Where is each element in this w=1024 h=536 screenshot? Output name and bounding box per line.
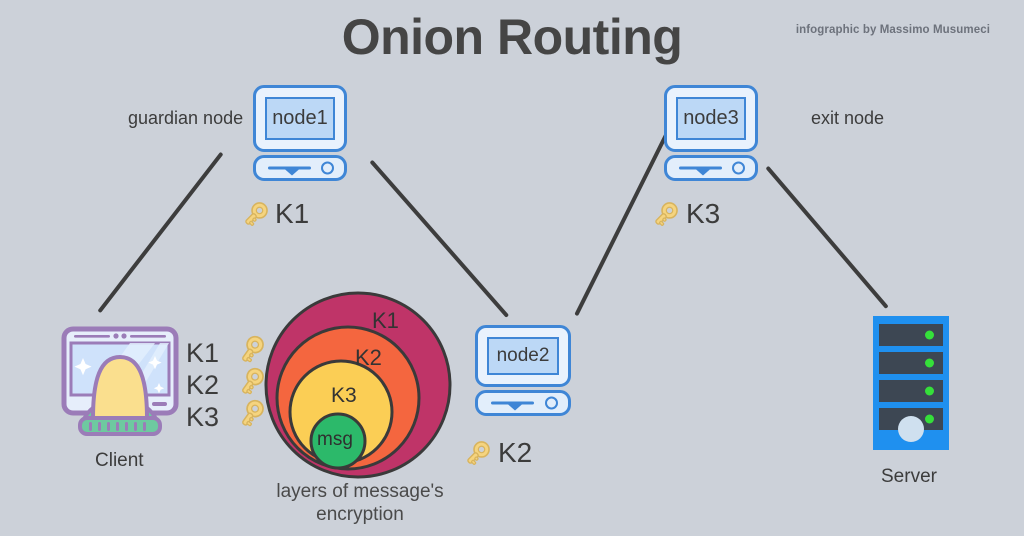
status-led-icon [924,330,934,340]
onion-label-k2: K2 [355,345,382,370]
node3-key-icon [650,198,682,230]
server-bay [879,380,943,402]
power-button-icon[interactable] [545,396,559,410]
client-key-icon-3 [235,396,269,430]
server-bay [879,352,943,374]
key-icon [655,202,678,226]
node1-computer[interactable]: node1 [253,85,347,181]
node2-monitor-body: node2 [475,325,571,387]
server-illustration[interactable] [873,316,949,450]
node3-key-label: K3 [686,198,721,229]
client-key-label-1: K1 [186,338,220,368]
node1-monitor-body: node1 [253,85,347,152]
client-key-icon-2 [235,364,269,398]
client-label: Client [95,450,144,471]
disk-slot-icon [679,166,722,176]
status-led-icon [924,386,934,396]
exit-node-label: exit node [811,108,885,128]
key-icon [245,202,268,226]
client-key-label-3: K3 [186,402,220,432]
node3-screen: node3 [676,97,746,140]
onion-caption: layers of message's encryption [252,480,468,526]
power-button-icon[interactable] [321,161,335,175]
credit-line: infographic by Massimo Musumeci [795,24,990,36]
client-key-label-2: K2 [186,370,220,400]
node2-base [475,390,571,416]
node1-key-label: K1 [275,198,310,229]
disk-slot-icon [268,166,311,176]
server-bay [879,324,943,346]
power-button-icon[interactable] [732,161,746,175]
status-led-icon [924,414,934,424]
onion-label-k1: K1 [372,308,399,333]
node2-key-icon [462,437,494,469]
page-title: Onion Routing [341,9,683,65]
node1-screen-label: node1 [272,107,328,129]
node3-base [664,155,758,181]
client-person-computer-icon [61,326,179,436]
node1-key-icon [240,198,272,230]
server-label: Server [881,466,937,487]
status-led-icon [924,358,934,368]
node2-screen-label: node2 [496,345,550,366]
key-icon [242,367,264,395]
key-icon [467,441,490,465]
client-key-icon-1 [235,332,269,366]
power-knob-icon[interactable] [898,416,924,442]
key-icon [242,335,264,363]
disk-slot-icon [490,401,534,411]
onion-layer-msg [309,412,367,470]
node2-screen: node2 [487,337,559,375]
guardian-node-label: guardian node [128,108,244,128]
node1-base [253,155,347,181]
node1-screen: node1 [265,97,335,140]
onion-caption-line1: layers of message's [276,481,444,502]
node3-screen-label: node3 [683,107,739,129]
onion-label-msg: msg [317,429,353,450]
onion-caption-line2: encryption [316,504,404,525]
node3-computer[interactable]: node3 [664,85,758,181]
client-illustration[interactable] [60,325,180,442]
node2-key-label: K2 [498,437,533,468]
node2-computer[interactable]: node2 [475,325,571,416]
server-chassis [873,316,949,450]
onion-label-k3: K3 [331,384,357,407]
node3-monitor-body: node3 [664,85,758,152]
key-icon [242,399,264,427]
